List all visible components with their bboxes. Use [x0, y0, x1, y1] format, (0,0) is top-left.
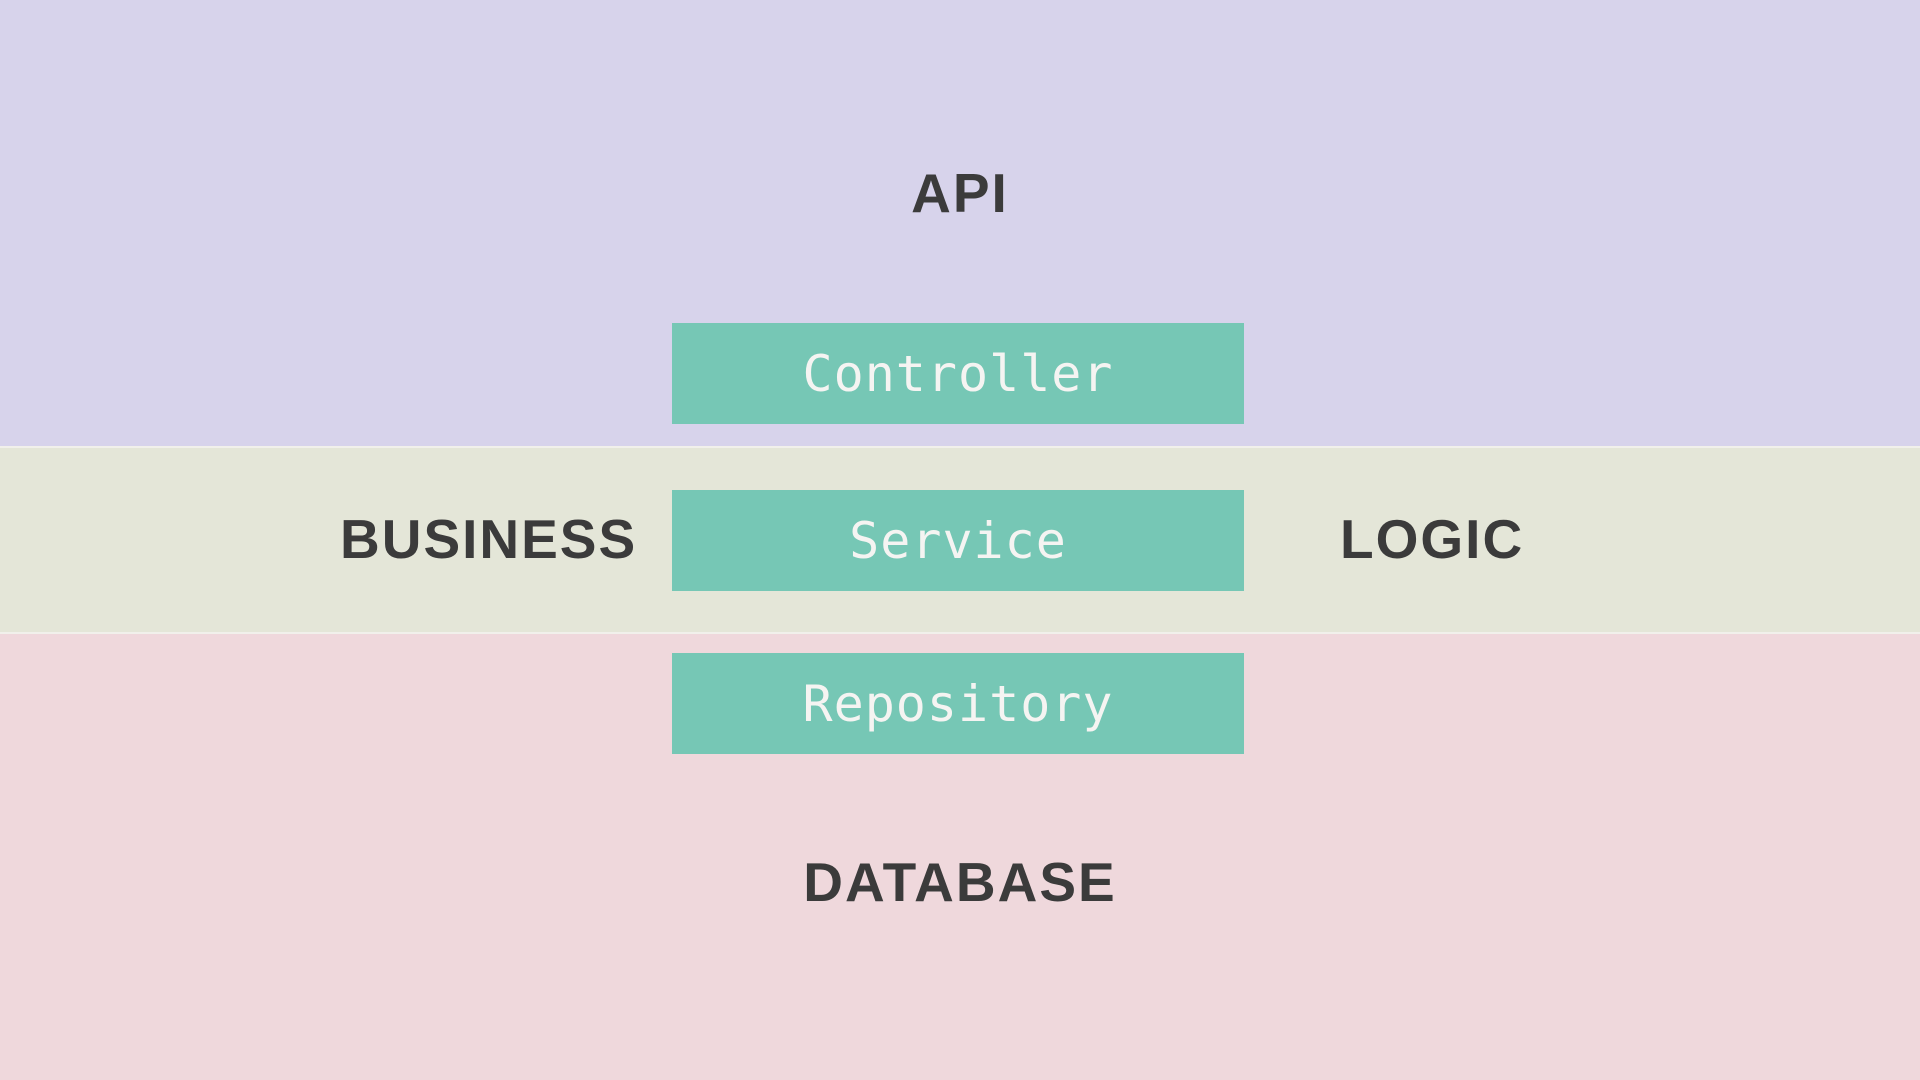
business-label: BUSINESS	[340, 508, 638, 570]
logic-label: LOGIC	[1340, 508, 1525, 570]
api-layer-label: API	[911, 162, 1009, 224]
repository-component-box: Repository	[672, 653, 1244, 754]
service-component-label: Service	[849, 511, 1067, 570]
service-component-box: Service	[672, 490, 1244, 591]
controller-component-label: Controller	[802, 344, 1114, 403]
controller-component-box: Controller	[672, 323, 1244, 424]
repository-component-label: Repository	[802, 674, 1114, 733]
database-layer-label: DATABASE	[803, 851, 1117, 913]
